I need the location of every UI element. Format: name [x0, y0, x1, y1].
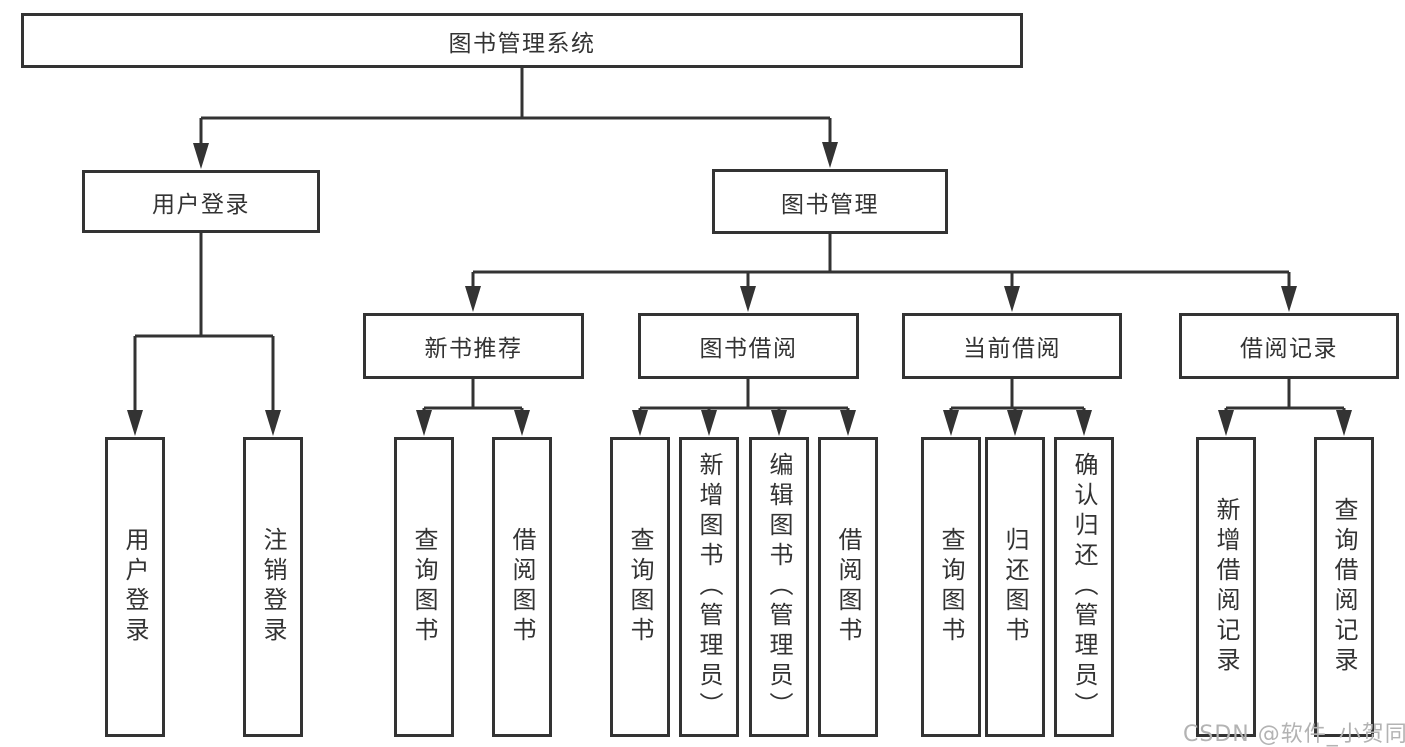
- leaf-logout: 注销登录: [243, 437, 303, 737]
- leaf-confirm-return-admin-label: 确认归还（管理员）: [1070, 452, 1098, 722]
- leaf-add-borrow-record: 新增借阅记录: [1196, 437, 1256, 737]
- node-root-label: 图书管理系统: [448, 30, 596, 57]
- leaf-logout-label: 注销登录: [259, 527, 287, 647]
- leaf-borrow-books-recommend-label: 借阅图书: [508, 527, 536, 647]
- leaf-confirm-return-admin: 确认归还（管理员）: [1054, 437, 1114, 737]
- node-current-borrowing: 当前借阅: [902, 313, 1122, 379]
- leaf-query-books-current-label: 查询图书: [937, 527, 965, 647]
- leaf-add-book-admin-label: 新增图书（管理员）: [695, 452, 723, 722]
- node-borrowing-records-label: 借阅记录: [1240, 336, 1338, 362]
- node-user-login: 用户登录: [82, 170, 320, 233]
- leaf-return-books: 归还图书: [985, 437, 1045, 737]
- leaf-query-books-recommend: 查询图书: [394, 437, 454, 737]
- leaf-add-borrow-record-label: 新增借阅记录: [1212, 497, 1240, 677]
- leaf-query-books-borrowing-label: 查询图书: [626, 527, 654, 647]
- leaf-query-books-recommend-label: 查询图书: [410, 527, 438, 647]
- leaf-add-book-admin: 新增图书（管理员）: [679, 437, 739, 737]
- node-new-book-recommend: 新书推荐: [363, 313, 584, 379]
- leaf-query-books-current: 查询图书: [921, 437, 981, 737]
- leaf-edit-book-admin-label: 编辑图书（管理员）: [765, 452, 793, 722]
- leaf-query-books-borrowing: 查询图书: [610, 437, 670, 737]
- node-user-login-label: 用户登录: [152, 191, 250, 218]
- leaf-user-login-label: 用户登录: [121, 527, 149, 647]
- leaf-query-borrow-record: 查询借阅记录: [1314, 437, 1374, 737]
- leaf-borrow-books-borrowing-label: 借阅图书: [834, 527, 862, 647]
- leaf-edit-book-admin: 编辑图书（管理员）: [749, 437, 809, 737]
- leaf-user-login: 用户登录: [105, 437, 165, 737]
- leaf-borrow-books-recommend: 借阅图书: [492, 437, 552, 737]
- leaf-return-books-label: 归还图书: [1001, 527, 1029, 647]
- node-new-book-recommend-label: 新书推荐: [424, 336, 523, 362]
- node-borrowing-records: 借阅记录: [1179, 313, 1399, 379]
- node-book-borrowing-label: 图书借阅: [699, 336, 798, 362]
- leaf-borrow-books-borrowing: 借阅图书: [818, 437, 878, 737]
- node-book-management: 图书管理: [712, 169, 948, 234]
- node-current-borrowing-label: 当前借阅: [963, 336, 1061, 362]
- watermark: CSDN @软件_小贺同学: [1183, 722, 1405, 747]
- node-book-borrowing: 图书借阅: [638, 313, 859, 379]
- node-book-management-label: 图书管理: [781, 191, 879, 218]
- arrowheads: [127, 142, 1352, 436]
- node-root: 图书管理系统: [21, 13, 1023, 68]
- leaf-query-borrow-record-label: 查询借阅记录: [1330, 497, 1358, 677]
